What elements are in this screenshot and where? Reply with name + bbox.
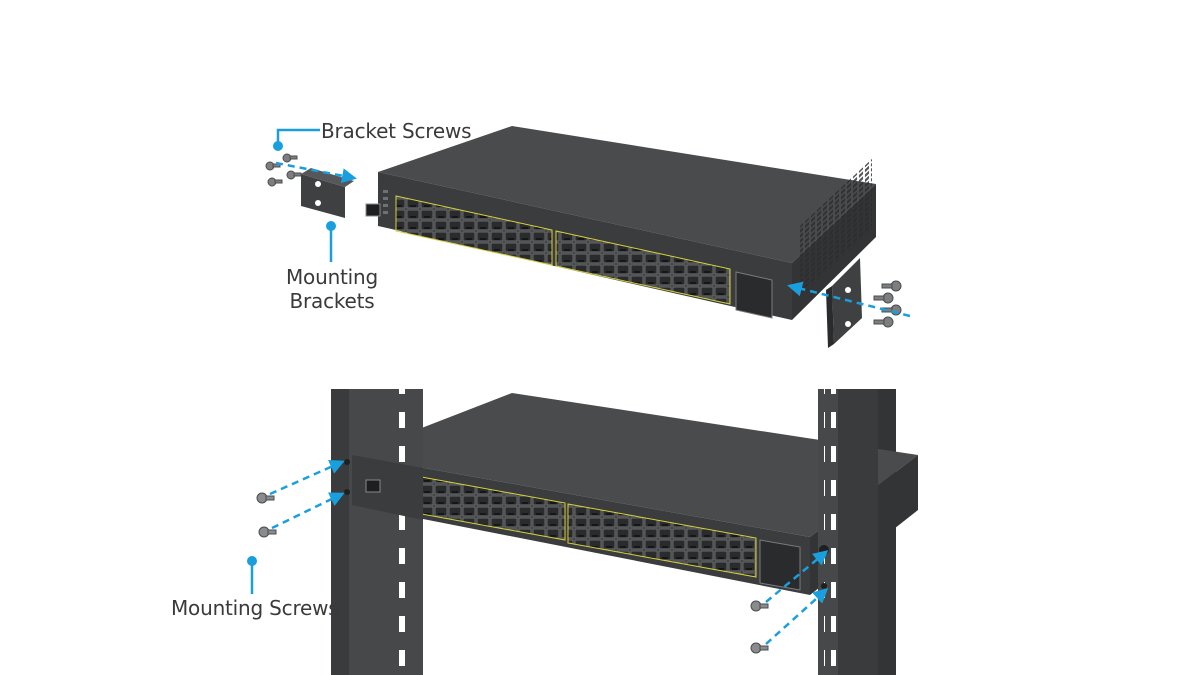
dashed-arrow-icon	[275, 161, 357, 184]
rj45-port-block-4	[567, 503, 757, 578]
label-mounting-screws: Mounting Screws	[171, 596, 339, 620]
callout-dot-icon	[273, 141, 283, 151]
screw-icon	[286, 170, 302, 180]
switch-rack-top-surface	[352, 393, 918, 537]
callout-dot-icon	[247, 556, 257, 566]
rj45-port-icon	[365, 203, 381, 217]
dashed-arrow-icon	[269, 460, 345, 496]
label-mounting-brackets-line2: Brackets	[289, 289, 375, 313]
label-bracket-screws: Bracket Screws	[321, 119, 472, 143]
label-mounting-brackets-line1: Mounting	[286, 265, 379, 289]
rack-post-front-right	[818, 389, 878, 675]
switch-top-surface	[378, 126, 876, 263]
callout-mounting-screws	[247, 556, 257, 594]
rack-post-front-left	[331, 389, 423, 675]
switch-rack	[352, 393, 918, 595]
callout-dot-icon	[326, 221, 336, 231]
rj45-port-icon	[365, 479, 381, 493]
dashed-arrow-icon	[765, 587, 829, 645]
mounting-screws-left	[256, 492, 277, 538]
dashed-arrow-icon	[787, 281, 911, 318]
screw-icon	[873, 316, 894, 328]
callout-bracket-screws	[273, 128, 320, 151]
screw-icon	[873, 292, 894, 304]
screw-icon	[750, 600, 769, 612]
rj45-port-block-1	[395, 195, 553, 266]
screw-icon	[282, 153, 298, 163]
switch-top	[365, 126, 876, 320]
sfp-port-block	[759, 539, 801, 591]
screw-icon	[267, 177, 283, 187]
bracket-screws-right	[873, 280, 902, 328]
bracket-screws-left	[265, 153, 302, 187]
rj45-port-block-2	[555, 230, 731, 305]
dashed-arrow-icon	[765, 550, 829, 603]
dashed-arrow-icon	[271, 492, 345, 530]
sfp-port-block	[735, 271, 773, 319]
callout-mounting-brackets	[326, 221, 336, 262]
screw-icon	[258, 526, 277, 538]
label-mounting-brackets: Mounting Brackets	[286, 265, 378, 313]
mounting-bracket-left	[301, 168, 354, 218]
mounting-screws-right	[750, 600, 769, 654]
screw-icon	[256, 492, 275, 504]
screw-icon	[750, 642, 769, 654]
screw-icon	[881, 280, 902, 292]
led-column	[383, 190, 388, 214]
